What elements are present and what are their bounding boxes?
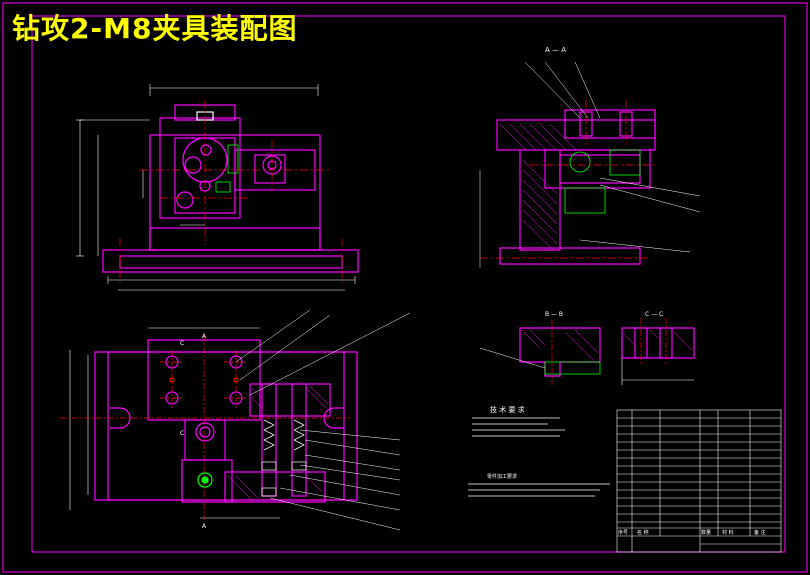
section-label-c-top: C — [180, 340, 184, 347]
section-label-a-bottom: A — [202, 523, 207, 530]
top-view: A A C C — [60, 309, 411, 531]
inner-frame — [31, 15, 786, 553]
section-label-c-bottom: C — [180, 430, 184, 437]
section-label-aa: A — A — [545, 46, 566, 54]
section-a-a: A — A — [479, 46, 701, 268]
parts-table: 序号 名 称 数量 材 料 备 注 — [616, 409, 782, 553]
section-label-bb: B — B — [545, 311, 563, 318]
table-col-note: 备 注 — [754, 529, 766, 536]
section-c-c: C — C — [621, 311, 695, 385]
drawing-title: 钻攻2-M8夹具装配图 — [12, 12, 298, 45]
technical-notes: 技 术 要 求 零件加工要求 — [468, 405, 610, 497]
section-label-cc: C — C — [645, 311, 663, 318]
section-label-a-top: A — [202, 333, 207, 340]
section-b-b: B — B — [479, 311, 601, 385]
table-col-qty: 数量 — [701, 529, 711, 536]
table-col-mat: 材 料 — [722, 529, 734, 536]
notes2-title: 零件加工要求 — [487, 473, 517, 480]
table-col-name: 名 称 — [637, 529, 649, 536]
table-col-no: 序号 — [618, 529, 628, 536]
front-view — [76, 84, 359, 291]
notes-title: 技 术 要 求 — [490, 405, 525, 414]
